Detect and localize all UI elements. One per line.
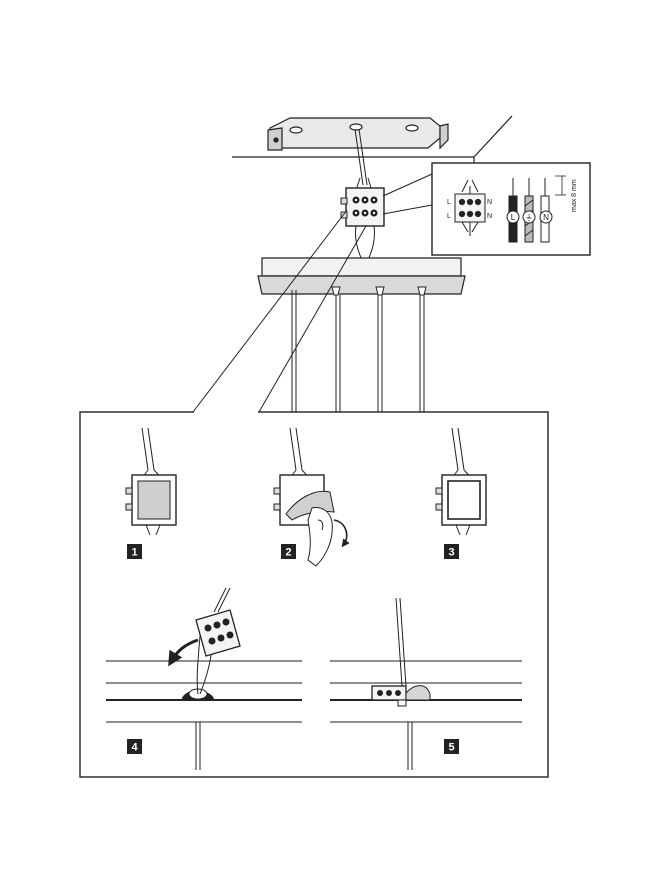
zoom-callout-lines	[192, 209, 367, 413]
detail-callout-lines	[382, 173, 433, 215]
step-2-illustration	[273, 427, 350, 567]
wiring-detail-box: L L N N L ⏚ N	[431, 162, 591, 256]
step-1-illustration	[125, 427, 177, 536]
terminal-label-right-bottom: N	[487, 213, 492, 220]
luminaire-housing	[257, 257, 466, 295]
step-3-number: 3	[448, 547, 454, 559]
step-5-number: 5	[448, 742, 454, 754]
terminal-label-left-bottom: L	[447, 213, 451, 220]
wire-live-symbol: L	[511, 213, 516, 222]
step-3-badge: 3	[444, 544, 459, 559]
wire-symbol-circles	[506, 210, 553, 224]
step-4-badge: 4	[127, 739, 142, 754]
step-2-badge: 2	[281, 544, 296, 559]
step-5-illustration	[330, 597, 522, 770]
step-4-number: 4	[131, 742, 138, 754]
suspension-wires	[291, 286, 427, 412]
detail-terminal	[454, 179, 486, 236]
terminal-label-right-top: N	[487, 199, 492, 206]
terminal-block	[340, 177, 385, 263]
instruction-panel	[79, 411, 549, 778]
step-5-badge: 5	[444, 739, 459, 754]
step-3-illustration	[435, 427, 487, 536]
strip-length-dimension	[555, 175, 566, 196]
step-4-illustration	[106, 587, 302, 770]
step-2-number: 2	[285, 547, 291, 559]
mounting-bracket	[267, 117, 449, 151]
supply-cable	[354, 128, 368, 186]
wire-neutral-symbol: N	[543, 213, 549, 222]
strip-length-label: max 8 mm	[571, 179, 578, 212]
wire-earth-symbol: ⏚	[525, 213, 533, 222]
terminal-label-left-top: L	[447, 199, 451, 206]
step-1-badge: 1	[127, 544, 142, 559]
step-1-number: 1	[131, 547, 137, 559]
